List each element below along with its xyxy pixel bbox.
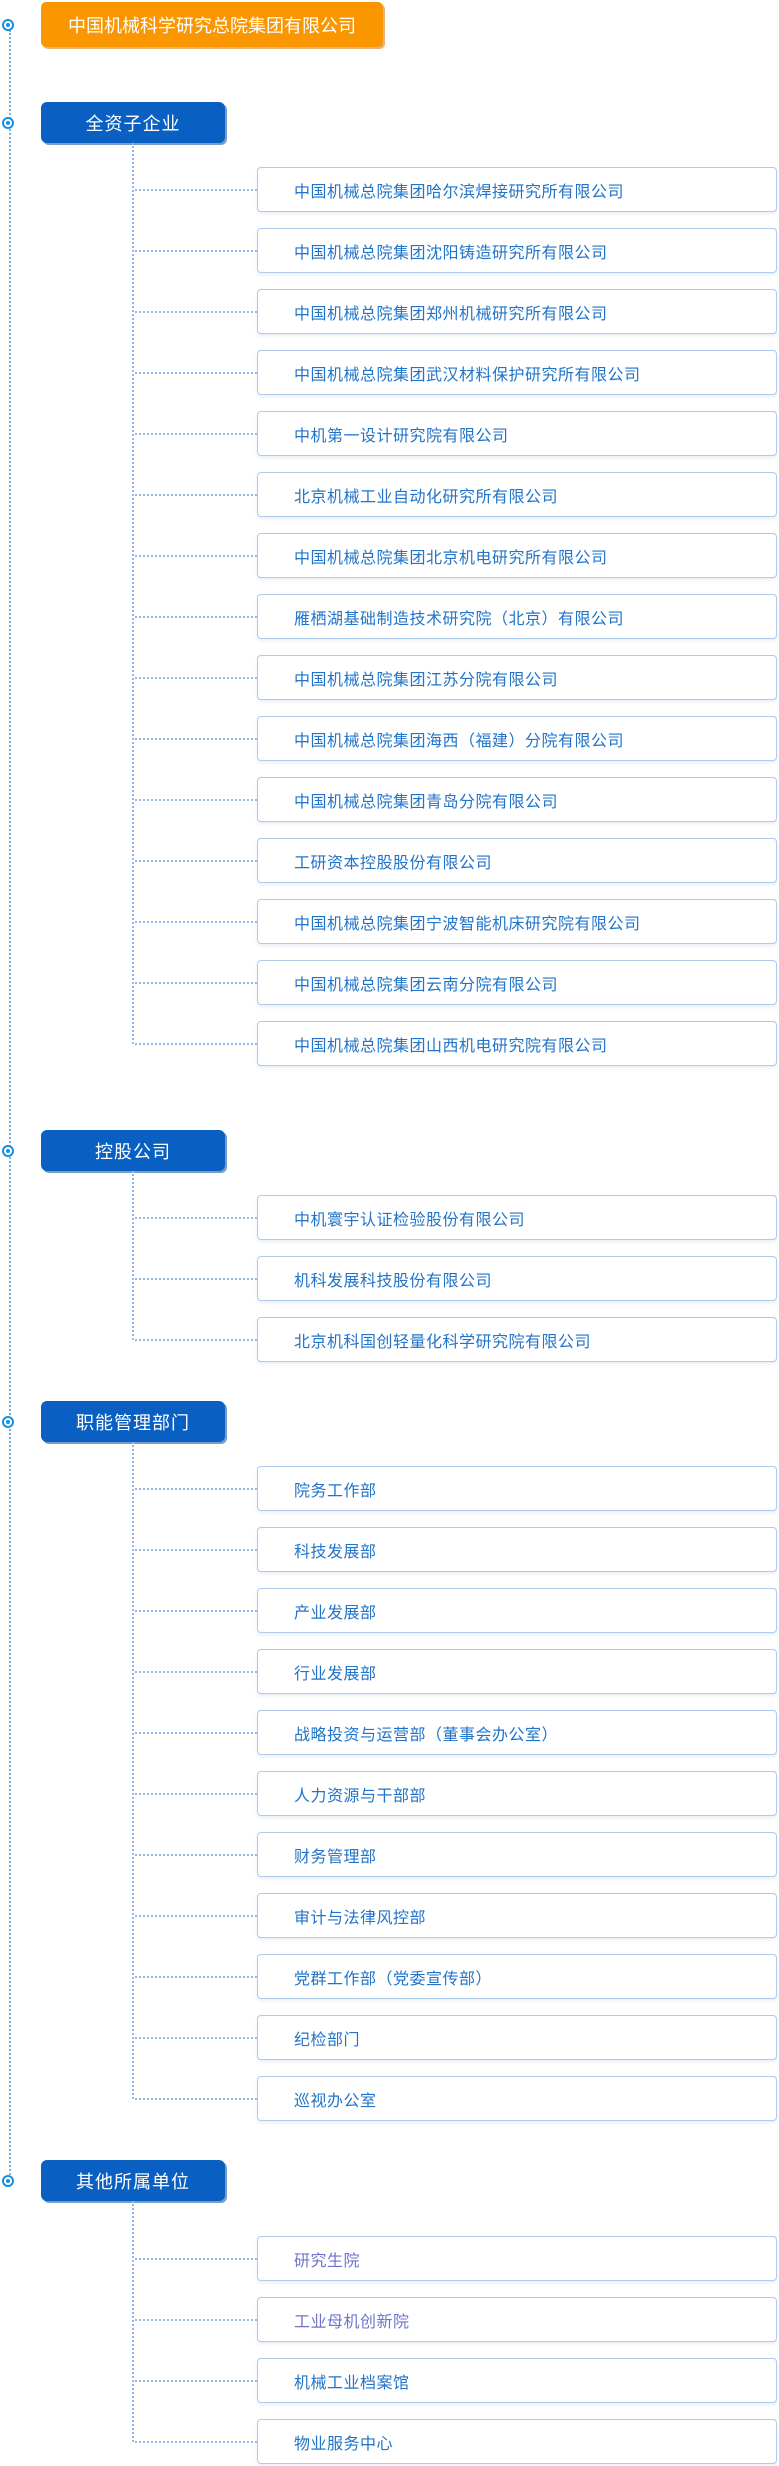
org-item-label: 中国机械总院集团青岛分院有限公司 — [294, 793, 559, 811]
org-section: 其他所属单位 研究生院 工业母机创新院 机械工业档案馆 物业服务中心 — [0, 2160, 779, 2464]
root-node-row: 中国机械科学研究总院集团有限公司 — [0, 2, 779, 47]
org-item[interactable]: 党群工作部（党委宣传部） — [135, 1954, 777, 1999]
org-item[interactable]: 中国机械总院集团青岛分院有限公司 — [135, 777, 777, 822]
org-item-label: 北京机科国创轻量化科学研究院有限公司 — [294, 1333, 592, 1351]
org-item-label: 中国机械总院集团海西（福建）分院有限公司 — [294, 732, 625, 750]
org-item-label: 机械工业档案馆 — [294, 2374, 410, 2392]
org-item-label: 雁栖湖基础制造技术研究院（北京）有限公司 — [294, 610, 625, 628]
org-item-label: 工研资本控股股份有限公司 — [294, 854, 493, 872]
section-header: 其他所属单位 — [41, 2160, 225, 2201]
org-item-label: 财务管理部 — [294, 1848, 377, 1866]
org-item-label: 审计与法律风控部 — [294, 1909, 427, 1927]
org-item-label: 中国机械总院集团云南分院有限公司 — [294, 976, 559, 994]
org-item[interactable]: 中国机械总院集团宁波智能机床研究院有限公司 — [135, 899, 777, 944]
org-item[interactable]: 雁栖湖基础制造技术研究院（北京）有限公司 — [135, 594, 777, 639]
section-header-row: 全资子企业 — [0, 102, 779, 143]
org-item-label: 中国机械总院集团沈阳铸造研究所有限公司 — [294, 244, 608, 262]
tree-rail-line — [9, 30, 11, 2182]
org-item[interactable]: 审计与法律风控部 — [135, 1893, 777, 1938]
org-item[interactable]: 财务管理部 — [135, 1832, 777, 1877]
org-item-label: 行业发展部 — [294, 1665, 377, 1683]
org-item-label: 院务工作部 — [294, 1482, 377, 1500]
section-header: 职能管理部门 — [41, 1401, 225, 1442]
org-item[interactable]: 科技发展部 — [135, 1527, 777, 1572]
org-sections: 全资子企业 中国机械总院集团哈尔滨焊接研究所有限公司 中国机械总院集团沈阳铸造研… — [0, 102, 779, 2464]
org-item[interactable]: 机械工业档案馆 — [135, 2358, 777, 2403]
org-item-label: 中国机械总院集团山西机电研究院有限公司 — [294, 1037, 608, 1055]
org-item[interactable]: 机科发展科技股份有限公司 — [135, 1256, 777, 1301]
org-item[interactable]: 行业发展部 — [135, 1649, 777, 1694]
section-header: 全资子企业 — [41, 102, 225, 143]
org-item-label: 中国机械总院集团宁波智能机床研究院有限公司 — [294, 915, 641, 933]
section-items: 中国机械总院集团哈尔滨焊接研究所有限公司 中国机械总院集团沈阳铸造研究所有限公司… — [0, 167, 779, 1066]
radio-circle-dot-icon — [2, 1144, 14, 1157]
org-item-label: 研究生院 — [294, 2252, 361, 2270]
org-item[interactable]: 工业母机创新院 — [135, 2297, 777, 2342]
org-item[interactable]: 中机第一设计研究院有限公司 — [135, 411, 777, 456]
root-node: 中国机械科学研究总院集团有限公司 — [41, 2, 383, 47]
org-item[interactable]: 工研资本控股股份有限公司 — [135, 838, 777, 883]
org-item[interactable]: 研究生院 — [135, 2236, 777, 2281]
radio-circle-dot-icon — [2, 116, 14, 129]
org-item-label: 中国机械总院集团江苏分院有限公司 — [294, 671, 559, 689]
org-item-label: 党群工作部（党委宣传部） — [294, 1970, 493, 1988]
org-item-label: 中国机械总院集团北京机电研究所有限公司 — [294, 549, 608, 567]
org-item-label: 战略投资与运营部（董事会办公室） — [294, 1726, 559, 1744]
org-item[interactable]: 中国机械总院集团哈尔滨焊接研究所有限公司 — [135, 167, 777, 212]
org-item[interactable]: 中国机械总院集团沈阳铸造研究所有限公司 — [135, 228, 777, 273]
org-item-label: 产业发展部 — [294, 1604, 377, 1622]
org-item[interactable]: 中国机械总院集团云南分院有限公司 — [135, 960, 777, 1005]
org-item-label: 纪检部门 — [294, 2031, 361, 2049]
org-item[interactable]: 战略投资与运营部（董事会办公室） — [135, 1710, 777, 1755]
section-header: 控股公司 — [41, 1130, 225, 1171]
section-header-row: 其他所属单位 — [0, 2160, 779, 2201]
section-header-row: 控股公司 — [0, 1130, 779, 1171]
org-item[interactable]: 北京机科国创轻量化科学研究院有限公司 — [135, 1317, 777, 1362]
section-items: 中机寰宇认证检验股份有限公司 机科发展科技股份有限公司 北京机科国创轻量化科学研… — [0, 1195, 779, 1362]
org-item-label: 中机寰宇认证检验股份有限公司 — [294, 1211, 526, 1229]
org-item[interactable]: 中机寰宇认证检验股份有限公司 — [135, 1195, 777, 1240]
org-item[interactable]: 人力资源与干部部 — [135, 1771, 777, 1816]
org-item-label: 北京机械工业自动化研究所有限公司 — [294, 488, 559, 506]
section-header-row: 职能管理部门 — [0, 1401, 779, 1442]
org-item-label: 工业母机创新院 — [294, 2313, 410, 2331]
org-item[interactable]: 中国机械总院集团北京机电研究所有限公司 — [135, 533, 777, 578]
org-item-label: 中国机械总院集团武汉材料保护研究所有限公司 — [294, 366, 641, 384]
org-item[interactable]: 北京机械工业自动化研究所有限公司 — [135, 472, 777, 517]
section-items: 院务工作部 科技发展部 产业发展部 行业发展部 战略投资与运营部（董事会办公室）… — [0, 1466, 779, 2121]
org-item-label: 中国机械总院集团哈尔滨焊接研究所有限公司 — [294, 183, 625, 201]
org-item[interactable]: 中国机械总院集团武汉材料保护研究所有限公司 — [135, 350, 777, 395]
branch-line — [132, 1171, 134, 1340]
org-item[interactable]: 中国机械总院集团山西机电研究院有限公司 — [135, 1021, 777, 1066]
org-section: 全资子企业 中国机械总院集团哈尔滨焊接研究所有限公司 中国机械总院集团沈阳铸造研… — [0, 102, 779, 1066]
org-item[interactable]: 物业服务中心 — [135, 2419, 777, 2464]
org-section: 职能管理部门 院务工作部 科技发展部 产业发展部 行业发展部 战略投资与运营部（… — [0, 1401, 779, 2121]
org-item[interactable]: 巡视办公室 — [135, 2076, 777, 2121]
org-item-label: 巡视办公室 — [294, 2092, 377, 2110]
org-item-label: 科技发展部 — [294, 1543, 377, 1561]
section-items: 研究生院 工业母机创新院 机械工业档案馆 物业服务中心 — [0, 2236, 779, 2464]
org-item[interactable]: 纪检部门 — [135, 2015, 777, 2060]
radio-circle-dot-icon — [2, 2174, 14, 2187]
branch-line — [132, 2201, 134, 2442]
org-item[interactable]: 中国机械总院集团郑州机械研究所有限公司 — [135, 289, 777, 334]
org-item-label: 中机第一设计研究院有限公司 — [294, 427, 509, 445]
radio-circle-dot-icon — [2, 18, 14, 31]
org-item[interactable]: 中国机械总院集团海西（福建）分院有限公司 — [135, 716, 777, 761]
org-item[interactable]: 产业发展部 — [135, 1588, 777, 1633]
org-section: 控股公司 中机寰宇认证检验股份有限公司 机科发展科技股份有限公司 北京机科国创轻… — [0, 1130, 779, 1362]
org-item-label: 中国机械总院集团郑州机械研究所有限公司 — [294, 305, 608, 323]
org-item-label: 物业服务中心 — [294, 2435, 394, 2453]
org-item-label: 人力资源与干部部 — [294, 1787, 427, 1805]
branch-line — [132, 143, 134, 1044]
radio-circle-dot-icon — [2, 1415, 14, 1428]
org-item[interactable]: 中国机械总院集团江苏分院有限公司 — [135, 655, 777, 700]
org-item[interactable]: 院务工作部 — [135, 1466, 777, 1511]
org-item-label: 机科发展科技股份有限公司 — [294, 1272, 493, 1290]
branch-line — [132, 1442, 134, 2099]
